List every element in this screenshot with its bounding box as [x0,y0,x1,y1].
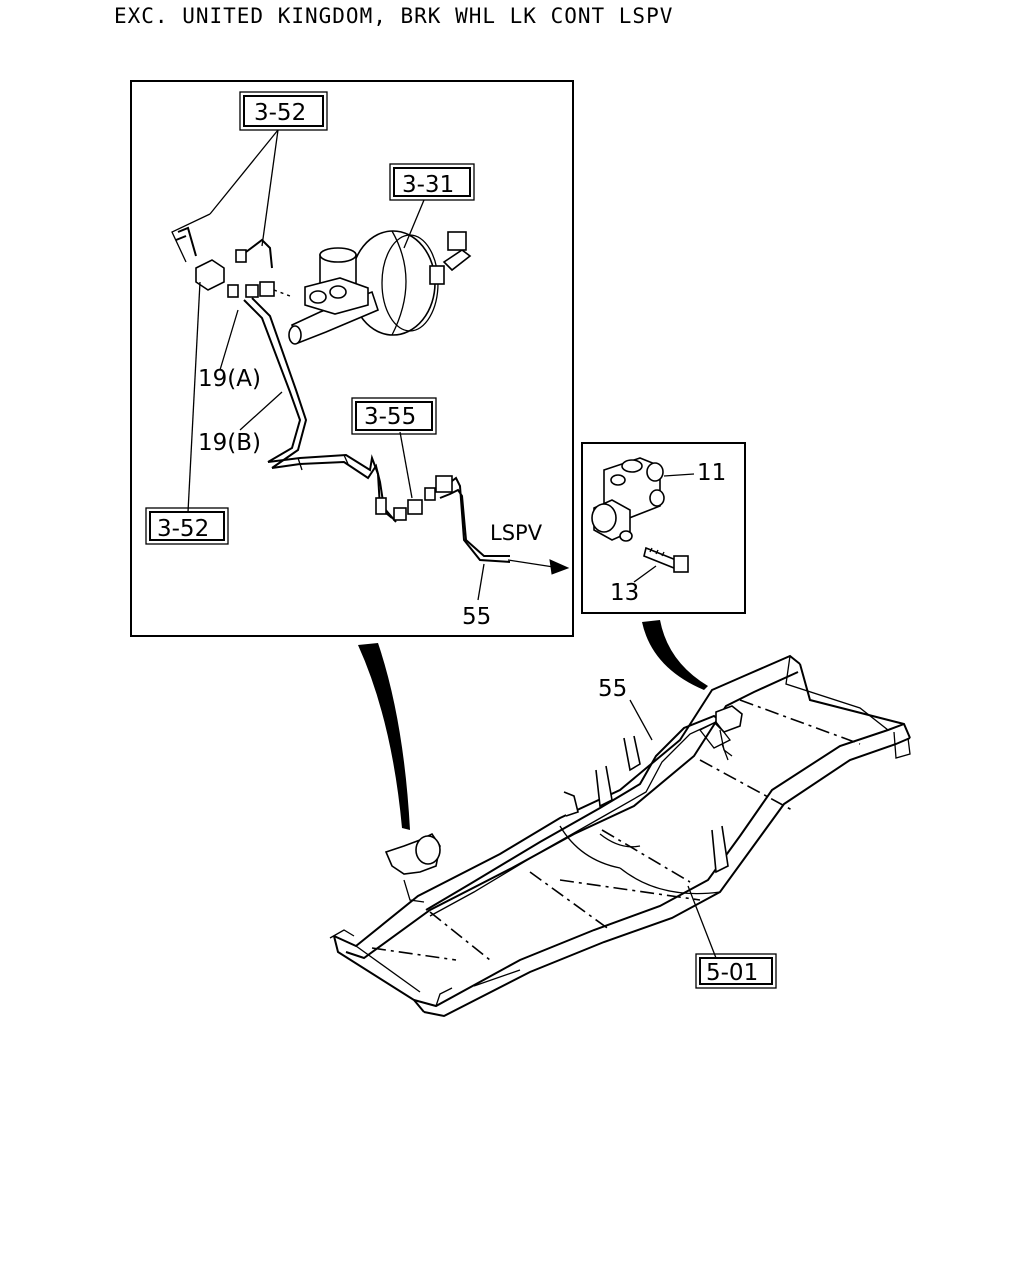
part-19a-label: 19(A) [198,366,261,392]
junction-block [171,213,291,298]
connector-swoosh-lspv [642,620,708,690]
ref-3-52-bottom-label: 3-52 [157,516,209,542]
lspv-label: LSPV [490,521,543,545]
leader-lines [187,129,570,601]
master-cylinder [288,247,379,345]
chassis-frame [329,654,911,1018]
lspv-inset: 11 13 [581,442,746,614]
ref-box-3-52-bottom [149,511,225,541]
page-title: EXC. UNITED KINGDOM, BRK WHL LK CONT LSP… [114,4,674,28]
ref-box-3-52-top [243,95,324,127]
lspv-bolt [643,546,689,573]
ref-3-55-label: 3-55 [364,404,416,430]
connector-swoosh-main [358,643,410,830]
frame-master-cylinder [384,832,441,903]
ref-box-5-01 [699,957,773,985]
brake-pipes [243,297,511,563]
main-inset: 3-52 3-31 3-55 3-52 19(A) 19(B) LSPV 55 [130,80,574,637]
part-11-label: 11 [697,460,726,486]
lspv-valve [591,457,665,542]
ref-3-52-top-label: 3-52 [254,100,306,126]
part-19b-label: 19(B) [198,430,261,456]
part-55-frame-label: 55 [598,676,627,702]
ref-box-3-55 [355,401,433,431]
part-13-label: 13 [610,580,639,606]
ref-3-31-label: 3-31 [402,172,454,198]
part-55-inset-label: 55 [462,604,491,630]
ref-5-01-label: 5-01 [706,960,758,986]
ref-box-3-31 [393,167,471,197]
brake-booster [350,230,472,336]
frame-lspv [699,705,743,757]
frame-brake-line-55 [425,714,727,917]
